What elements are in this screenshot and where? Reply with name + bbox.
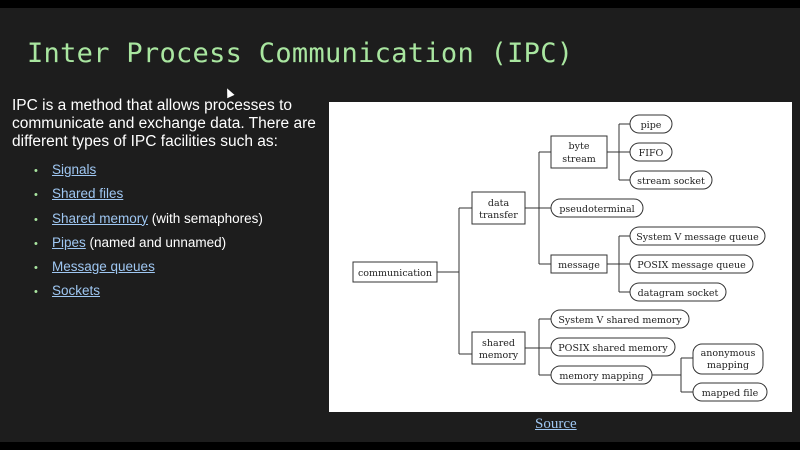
node-shared-memory-box [471, 331, 526, 365]
node-stream-socket: stream socket [637, 176, 705, 187]
node-stream-socket-box [629, 170, 713, 190]
list-item: • Shared files [34, 182, 263, 206]
node-datagram-socket: datagram socket [638, 288, 719, 299]
node-anonymous-mapping-line2: mapping [707, 360, 749, 371]
node-anonymous-mapping-line1: anonymous [701, 348, 756, 359]
node-byte-stream-box [550, 135, 608, 169]
intro-paragraph: IPC is a method that allows processes to… [12, 97, 316, 150]
node-pipe: pipe [641, 120, 662, 131]
node-sysv-shared-memory: System V shared memory [558, 315, 682, 326]
connector-memory-mapping [652, 357, 693, 393]
bullet-icon: • [34, 213, 38, 226]
ipc-facilities-list: • Signals • Shared files • Shared memory (w… [34, 158, 263, 304]
node-fifo-box [629, 142, 673, 162]
list-item: • Pipes (named and unnamed) [34, 231, 263, 255]
node-message: message [558, 260, 600, 271]
node-pseudoterminal: pseudoterminal [559, 204, 634, 215]
node-shared-memory-line1: shared [482, 338, 515, 349]
node-communication: communication [358, 268, 432, 279]
node-posix-shm-box [550, 337, 676, 357]
node-byte-stream-line1: byte [569, 141, 590, 152]
link-pipes[interactable]: Pipes [52, 234, 86, 250]
bullet-icon: • [34, 262, 38, 275]
diagram-svg: communication data transfer shared memor… [352, 114, 768, 402]
connector-byte-stream [607, 123, 630, 181]
node-sysv-message-queue: System V message queue [636, 232, 759, 243]
slide: Inter Process Communication (IPC) IPC is… [0, 8, 800, 442]
node-data-transfer-line1: data [488, 198, 510, 209]
list-item: • Signals [34, 158, 263, 182]
node-byte-stream-line2: stream [562, 154, 596, 165]
list-item-suffix: (named and unnamed) [85, 234, 227, 250]
source-link-container: Source [535, 416, 577, 433]
node-posix-mq-box [629, 254, 754, 274]
node-memory-mapping-box [550, 365, 653, 385]
bullet-icon: • [34, 189, 38, 202]
node-posix-message-queue: POSIX message queue [637, 260, 746, 271]
node-pseudoterminal-box [550, 198, 644, 218]
connector-shared-memory [525, 318, 551, 376]
node-shared-memory-line2: memory [479, 350, 519, 361]
node-memory-mapping: memory mapping [559, 371, 643, 382]
link-shared-memory[interactable]: Shared memory [52, 210, 149, 226]
node-data-transfer-box [471, 191, 526, 225]
node-communication-box [352, 261, 438, 283]
bullet-icon: • [34, 165, 38, 177]
node-data-transfer-line2: transfer [479, 210, 518, 221]
node-anonymous-mapping-box [692, 343, 764, 375]
node-pipe-box [629, 114, 673, 134]
bullet-icon: • [34, 286, 38, 299]
link-message-queues[interactable]: Message queues [52, 259, 155, 275]
node-mapped-file-box [692, 382, 768, 402]
list-item: • Sockets [34, 279, 263, 303]
bullet-icon: • [34, 237, 38, 250]
node-sysv-mq-box [629, 226, 766, 246]
list-item-suffix: (with semaphores) [148, 210, 263, 226]
connector-message [607, 235, 630, 293]
node-fifo: FIFO [639, 148, 664, 159]
connector-communication [437, 207, 472, 355]
source-link[interactable]: Source [535, 416, 577, 432]
connector-data-transfer [525, 151, 551, 265]
link-signals[interactable]: Signals [52, 162, 97, 177]
node-sysv-shm-box [550, 309, 690, 329]
slide-title: Inter Process Communication (IPC) [27, 38, 574, 69]
node-datagram-socket-box [629, 282, 727, 302]
link-shared-files[interactable]: Shared files [52, 186, 124, 202]
node-posix-shared-memory: POSIX shared memory [558, 343, 668, 354]
list-item: • Message queues [34, 255, 263, 279]
list-item: • Shared memory (with semaphores) [34, 207, 263, 231]
node-mapped-file: mapped file [702, 388, 759, 399]
ipc-taxonomy-diagram: communication data transfer shared memor… [329, 102, 792, 412]
link-sockets[interactable]: Sockets [52, 283, 101, 299]
node-message-box [550, 254, 608, 274]
